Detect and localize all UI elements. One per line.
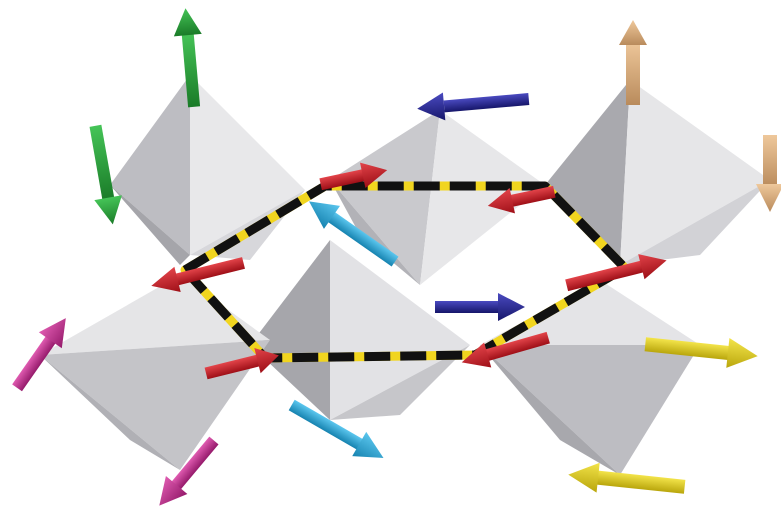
magenta-up-arrow	[12, 318, 66, 392]
octahedron-top-center	[330, 110, 545, 285]
tan-down-arrow	[756, 135, 781, 212]
green-down-arrow	[89, 124, 122, 225]
red-bottom-left-arrow	[204, 348, 279, 380]
octahedron-middle-center	[250, 240, 470, 420]
cyan-bottom-arrow	[288, 399, 384, 458]
red-top-right-arrow	[487, 185, 556, 214]
navy-middle-arrow	[435, 293, 525, 321]
red-top-left-arrow	[319, 162, 388, 191]
red-bottom-right-arrow	[461, 331, 550, 368]
cyan-top-arrow	[309, 201, 399, 267]
octahedron-top-left	[110, 75, 305, 265]
magenta-down-arrow	[159, 436, 219, 506]
red-mid-left-arrow	[151, 257, 245, 292]
spin-arrows-layer	[12, 8, 781, 506]
octahedron-bottom-left	[40, 275, 270, 470]
yellow-left-arrow	[568, 462, 686, 494]
octahedra-layer	[40, 75, 770, 475]
red-mid-right-arrow	[565, 254, 667, 292]
octahedron-top-right	[545, 80, 770, 265]
octahedron-bottom-right	[480, 280, 700, 475]
tan-up-arrow	[619, 20, 647, 105]
navy-top-arrow	[417, 92, 530, 121]
green-up-arrow	[173, 8, 202, 108]
yellow-right-arrow	[644, 337, 758, 368]
